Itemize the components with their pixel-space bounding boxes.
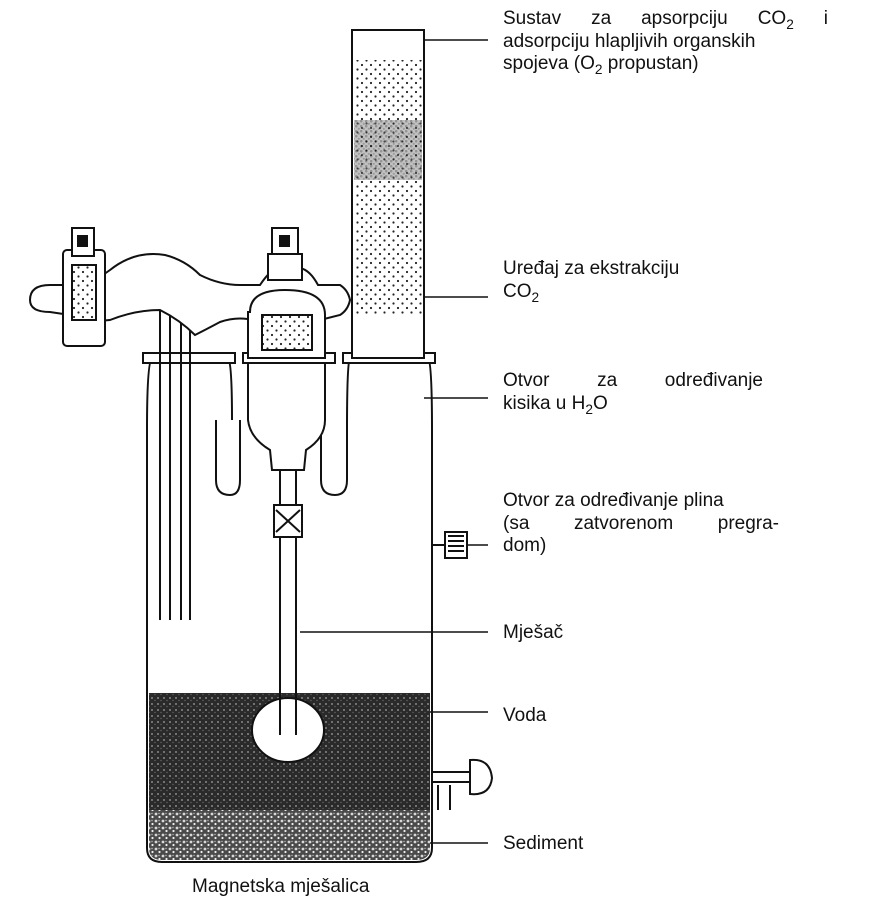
- left-stopcock: [62, 227, 106, 347]
- extraction-bulb: [247, 288, 326, 471]
- middle-stopcock: [267, 227, 303, 281]
- absorption-column: [351, 29, 425, 359]
- label-stirrer: Mješač: [503, 622, 564, 643]
- leader-lines: [300, 39, 488, 844]
- sediment-layer: [149, 810, 430, 860]
- caption-magnetic-stirrer: Magnetska mješalica: [192, 876, 370, 897]
- label-extraction-device: Uređaj za ekstrakciju CO2: [503, 258, 680, 305]
- label-absorption-system: Sustav za apsorpciju CO2 i adsorpciju hl…: [503, 8, 829, 77]
- drain-tap: [432, 758, 494, 810]
- label-water: Voda: [503, 705, 547, 726]
- label-sediment: Sediment: [503, 833, 584, 854]
- gas-port: [432, 531, 468, 559]
- stirrer-assembly: [251, 470, 325, 763]
- label-oxygen-port: Otvor za određivanje kisika u H2O: [503, 370, 763, 417]
- vessel: [146, 430, 433, 863]
- label-gas-port: Otvor za određivanje plina (sa zatvoreno…: [503, 490, 779, 556]
- gas-tube: [159, 297, 191, 620]
